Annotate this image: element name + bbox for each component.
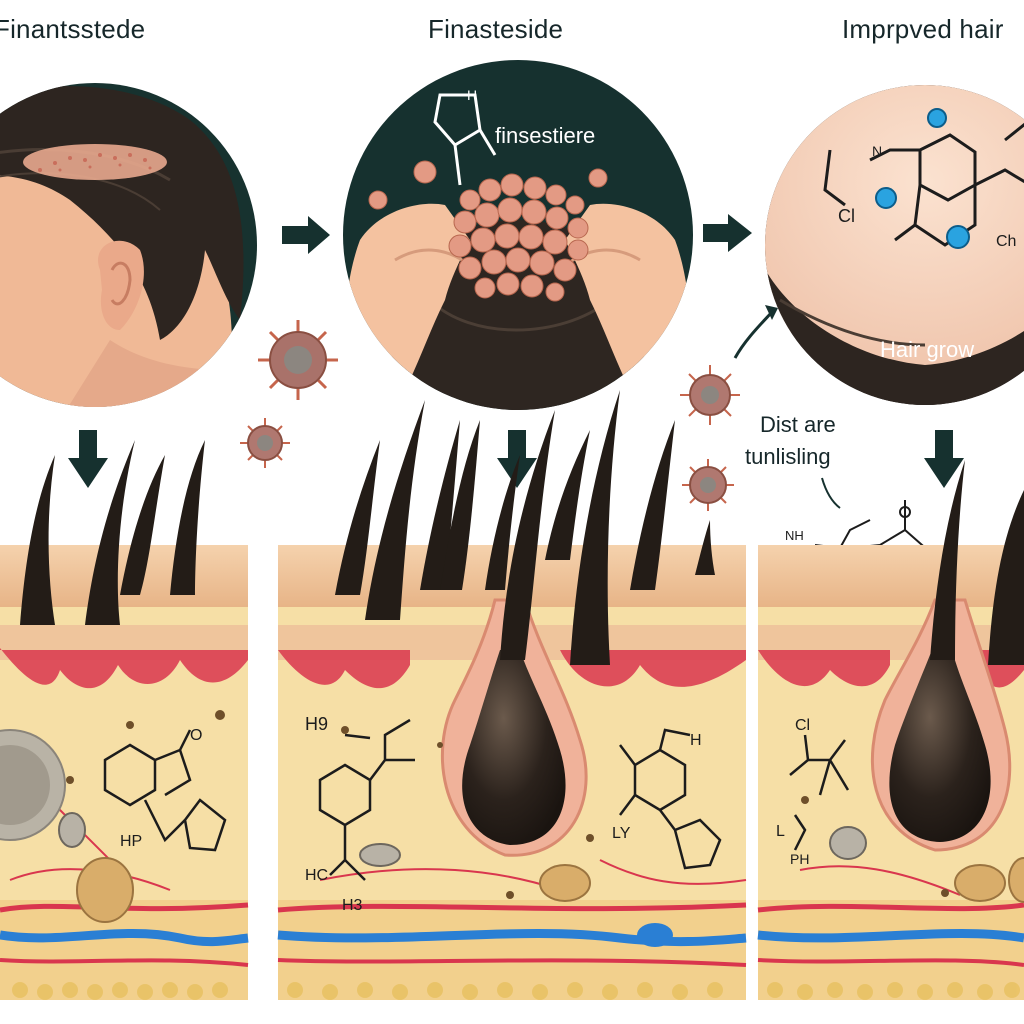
virus-particle-icon [258, 320, 338, 400]
chem-label: H [690, 732, 702, 749]
curved-arrow [733, 310, 774, 359]
arrow-down-icon [924, 430, 964, 488]
arrows [68, 214, 964, 488]
annotation-line1: Dist are [760, 412, 836, 437]
stage2-title: Finasteside [428, 14, 564, 44]
arrow-right-icon [282, 216, 330, 254]
virus-particle-icon [682, 459, 734, 511]
chem-label: HP [120, 833, 142, 850]
arrow-down-icon [497, 430, 537, 488]
arrow-right-icon [703, 214, 752, 252]
drug-molecule [433, 93, 497, 186]
molecule-4 [789, 734, 850, 851]
hair-grow-label: Hair grow [880, 337, 974, 362]
hair-bulb [889, 650, 991, 842]
annotation-molecule [814, 500, 931, 553]
chem-label: L [776, 823, 785, 840]
drug-name-label: finsestiere [495, 123, 595, 148]
arrow-down-icon [68, 430, 108, 488]
particle-cluster [368, 160, 608, 302]
chem-label: H3 [342, 897, 363, 914]
virus-particle-icon [240, 418, 290, 468]
molecule-1 [103, 729, 227, 852]
floating-particles [240, 320, 740, 511]
stage1-circle [0, 83, 257, 407]
chem-label: H9 [305, 714, 328, 734]
skin-panel-1: O HP [0, 440, 249, 1000]
stage1-title: Finantsstede [0, 14, 146, 44]
hair-bulb [462, 650, 566, 845]
chem-label: Cl [795, 717, 810, 734]
molecule-2 [318, 718, 415, 881]
chem-label: LY [612, 825, 631, 842]
stage3-circle: N Cl Ch Hair grow [765, 85, 1024, 405]
chem-label: O [190, 727, 202, 744]
skin-panel-3: Cl L PH [757, 460, 1024, 1000]
annotation-line2: tunlisling [745, 444, 831, 469]
chem-label: N [872, 143, 882, 159]
skin-panel-2: H9 HC H3 H LY [277, 390, 747, 1000]
chem-label: H [467, 87, 477, 103]
ring-molecule [823, 118, 1024, 247]
chem-label: HC [305, 867, 328, 884]
stage3-title: Imprpved hair [842, 14, 1004, 44]
chem-label: Cl [838, 206, 855, 226]
chem-label: PH [790, 851, 809, 867]
virus-particle-icon [680, 365, 740, 425]
chem-label: Ch [996, 233, 1016, 250]
stage2-circle: H finsestiere [343, 60, 693, 410]
annotation-pointer [821, 477, 841, 509]
molecule-3 [619, 728, 722, 870]
chem-label: NH [785, 528, 804, 543]
arrow-head-icon [765, 305, 778, 320]
